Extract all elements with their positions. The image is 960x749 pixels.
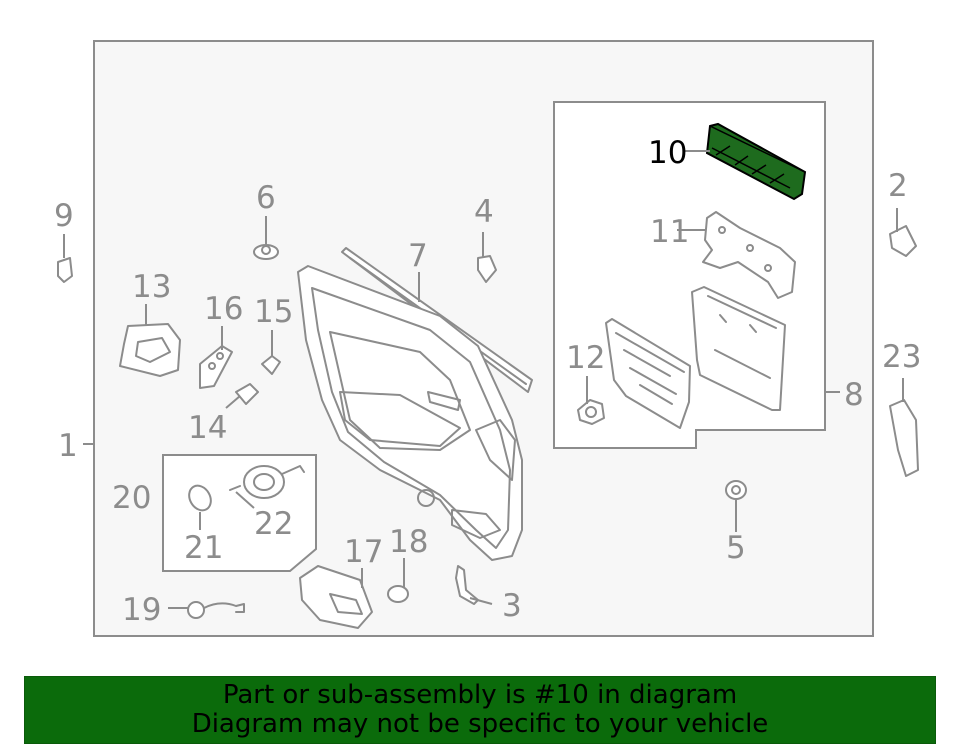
- part-13-handle-housing: [119, 323, 181, 377]
- part-6-fastener: [253, 244, 279, 260]
- part-19-wiring: [187, 601, 245, 619]
- callout-17: 17: [344, 534, 383, 570]
- info-banner: Part or sub-assembly is #10 in diagram D…: [24, 676, 936, 744]
- part-17-speaker-grille: [299, 565, 373, 629]
- callout-7: 7: [408, 238, 428, 274]
- callout-19: 19: [122, 592, 161, 628]
- callout-23: 23: [882, 339, 921, 375]
- part-4-clip: [477, 255, 497, 283]
- door-trim-panel: [297, 265, 523, 561]
- part-5-fastener: [725, 480, 747, 500]
- part-16-switch: [199, 345, 233, 389]
- callout-12: 12: [566, 340, 605, 376]
- callout-15: 15: [254, 294, 293, 330]
- banner-line-1: Part or sub-assembly is #10 in diagram: [222, 680, 738, 710]
- callout-1: 1: [58, 428, 78, 464]
- callout-6: 6: [256, 180, 276, 216]
- part-2-clip: [889, 225, 917, 257]
- callout-4: 4: [474, 194, 494, 230]
- part-9-clip: [57, 257, 73, 283]
- callout-8: 8: [844, 377, 864, 413]
- part-10-highlighted[interactable]: [705, 122, 807, 201]
- callout-14: 14: [188, 410, 227, 446]
- part-3-bracket: [455, 565, 479, 605]
- part-8-panel: [691, 286, 786, 411]
- callout-13: 13: [132, 269, 171, 305]
- part-21-lens: [188, 484, 212, 512]
- callout-10[interactable]: 10: [648, 135, 687, 171]
- part-18-fastener: [387, 585, 409, 603]
- callout-21: 21: [184, 530, 223, 566]
- part-15-clip: [261, 355, 281, 375]
- callout-22: 22: [254, 506, 293, 542]
- part-22-speaker: [229, 465, 305, 499]
- callout-20: 20: [112, 480, 151, 516]
- banner-line-2: Diagram may not be specific to your vehi…: [191, 709, 769, 739]
- leader-lines: [63, 150, 904, 609]
- part-11-bracket: [702, 211, 796, 299]
- callout-18: 18: [389, 524, 428, 560]
- callout-2: 2: [888, 168, 908, 204]
- callout-16: 16: [204, 291, 243, 327]
- part-14-clip: [235, 383, 259, 405]
- callout-11: 11: [650, 214, 689, 250]
- part-23-trim: [889, 399, 919, 477]
- exploded-parts-diagram: 1 2 3 4 5 6 7 8 9 10 11 12 13 14 15 16 1…: [54, 40, 921, 637]
- part-12-clip: [577, 399, 605, 425]
- callout-3: 3: [502, 588, 522, 624]
- part-8-lower-panel: [605, 318, 691, 429]
- callout-5: 5: [726, 530, 746, 566]
- callout-9: 9: [54, 198, 74, 234]
